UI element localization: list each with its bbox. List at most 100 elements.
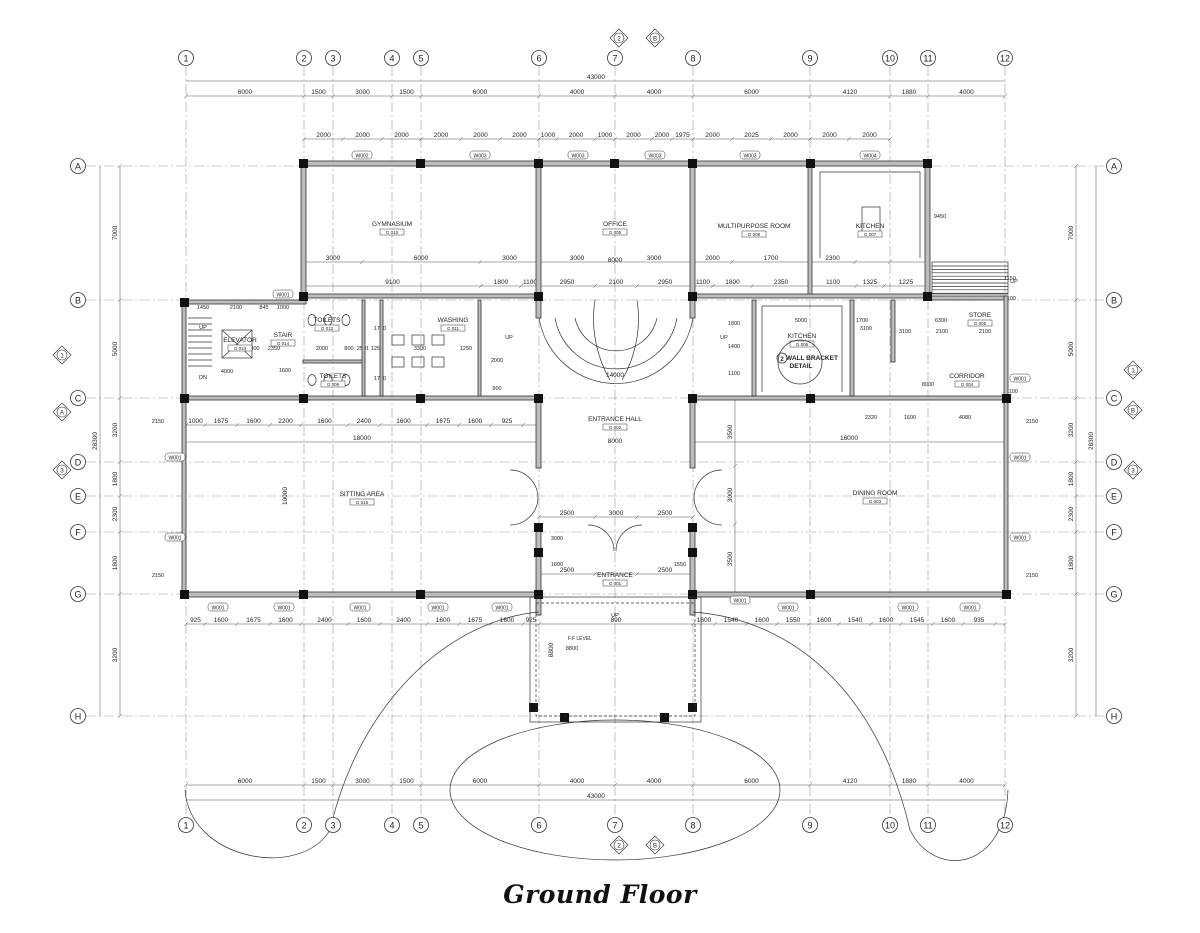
window-tag-20 (1009, 532, 1031, 542)
bottom-chain-tick (1002, 782, 1008, 788)
room-code-box (602, 423, 628, 431)
misc-dim-label: 2320 (865, 415, 877, 421)
window-tag-5 (859, 150, 881, 160)
room-code-box (320, 380, 346, 388)
bottom-window-chain-tick (744, 621, 750, 627)
structural-column-16 (688, 394, 697, 403)
section-marker-circle-4 (1127, 404, 1139, 416)
sitting-chain-label: 1675 (436, 418, 451, 425)
entrance-chain-1-tick (690, 514, 696, 520)
grid-label-top-10: 10 (885, 54, 895, 64)
grid-label-bottom-11: 11 (923, 821, 932, 831)
grid-label-left-G: G (74, 590, 81, 600)
entrance-chain-1-tick (634, 514, 640, 520)
window-tag-12 (491, 602, 513, 612)
sitting-north-wall (181, 395, 543, 401)
window-tag-16 (729, 595, 751, 605)
window-chain-tick (592, 136, 598, 142)
window-tag-14 (897, 602, 919, 612)
grid-label-top-4: 4 (389, 54, 394, 64)
section-marker-label-8: 2 (617, 844, 621, 850)
top-chain-tick (330, 93, 336, 99)
service-stair-up-label: UP (1010, 279, 1018, 285)
window-chain-label: 2000 (394, 132, 409, 139)
service-north-wall-east (694, 293, 932, 299)
misc-dim-label: 3100 (899, 329, 911, 335)
stair-up-label: UP (199, 325, 207, 331)
bottom-window-chain-tick (930, 621, 936, 627)
bottom-chain-label: 6000 (744, 778, 759, 785)
ramp-up-label: UP (505, 335, 513, 341)
misc-dim-label: 8000 (922, 382, 934, 388)
structural-column-4 (688, 159, 697, 168)
grid-label-top-1: 1 (183, 54, 188, 64)
right-total-label: 28300 (1088, 432, 1095, 450)
grid-label-right-E: E (1111, 492, 1117, 502)
entrance-chain-1-label: 2500 (658, 510, 673, 517)
structural-column-6 (923, 159, 932, 168)
room-code-box (602, 579, 628, 587)
span-8000-label: 8000 (608, 438, 623, 445)
structural-column-1 (416, 159, 425, 168)
bottom-window-chain-label: 1600 (278, 617, 293, 624)
room-code-box (270, 339, 296, 347)
misc-dim-label: 1100 (728, 371, 740, 377)
top-chain-label: 6000 (473, 89, 488, 96)
right-chain-tick (1073, 529, 1079, 535)
kitchen-east-wall (924, 160, 931, 296)
grid-bubble-right-D (1106, 454, 1122, 470)
section-marker-circle-8 (613, 839, 625, 851)
level-label: F.F LEVEL (568, 636, 592, 642)
grid-bubble-bottom-11 (920, 817, 936, 833)
misc-dim-label: 2100 (936, 329, 948, 335)
room-code-box (602, 228, 628, 236)
grid-bubble-bottom-6 (531, 817, 547, 833)
misc-dim-label: 800 (250, 346, 259, 352)
room-code-3: G 007 (864, 232, 877, 237)
room-code-4: G 012 (321, 326, 334, 331)
hall-east-wall-upper (689, 397, 696, 469)
row-b-chain-label: 1225 (899, 279, 914, 286)
bottom-window-chain-tick (774, 621, 780, 627)
top-chain-label: 6000 (744, 89, 759, 96)
entrance-porch-inner (535, 602, 696, 717)
row-b-chain-tick (592, 283, 598, 289)
grid-bubble-right-B (1106, 292, 1122, 308)
grid-bubble-top-6 (531, 50, 547, 66)
bottom-chain-tick (301, 782, 307, 788)
entrance-porch-label: 8800 (548, 642, 555, 657)
right-chain-tick (1073, 395, 1079, 401)
window-tag-label-19: W001 (1013, 456, 1026, 462)
grid-label-left-D: D (75, 458, 82, 468)
washing-basin-1 (411, 334, 425, 346)
bottom-window-chain-tick (456, 621, 462, 627)
left-chain-label: 7000 (112, 225, 119, 240)
bottom-window-chain-label: 890 (611, 617, 622, 624)
window-chain-tick (554, 136, 560, 142)
bottom-chain-tick (887, 782, 893, 788)
left-chain-tick (117, 529, 123, 535)
window-chain-tick (612, 136, 618, 142)
sitting-chain-tick (520, 422, 526, 428)
left-total-label: 28300 (92, 432, 99, 450)
misc-dim-label: 1100 (1004, 296, 1016, 302)
grid-bubble-left-H (70, 708, 86, 724)
row-a-chain-label: 3000 (326, 255, 341, 262)
room-name-dining-room: DINING ROOM (853, 490, 898, 497)
window-chain-label: 2000 (655, 132, 670, 139)
bottom-chain-label: 6000 (238, 778, 253, 785)
left-chain-tick (117, 459, 123, 465)
window-tag-1 (469, 150, 491, 160)
grid-bubble-top-3 (325, 50, 341, 66)
left-chain-label: 3200 (112, 647, 119, 662)
stair-north-wall (181, 299, 307, 305)
stair-dn-label: DN (199, 375, 207, 381)
window-tag-label-13: W001 (781, 606, 794, 612)
grid-bubble-right-F (1106, 524, 1122, 540)
top-chain-tick (887, 93, 893, 99)
bottom-window-chain-label: 925 (526, 617, 537, 624)
structural-column-28 (534, 548, 543, 557)
row-a-chain-label: 6000 (414, 255, 429, 262)
window-tag-label-3: W003 (648, 154, 661, 160)
entrance-chain-2-tick (592, 571, 598, 577)
